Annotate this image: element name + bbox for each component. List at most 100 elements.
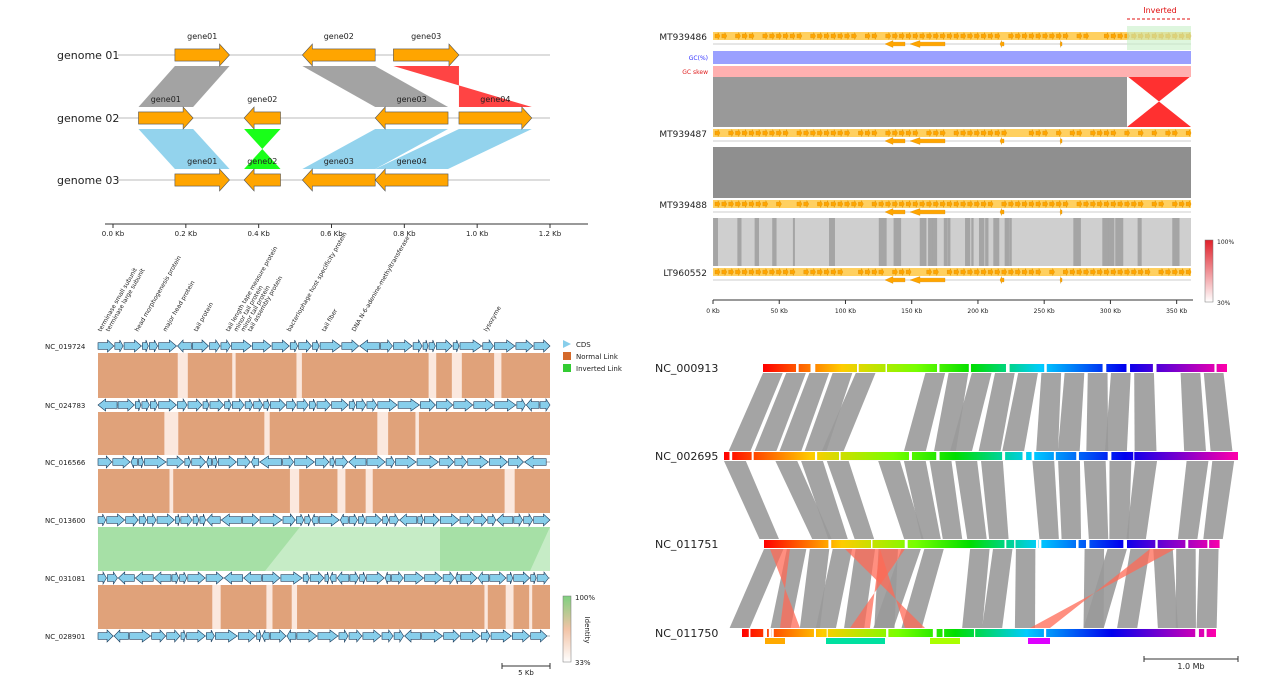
- cds-arrow-5-0: [97, 629, 114, 643]
- ecoli-bar-gap-3-3: [1043, 629, 1047, 637]
- ecoli-link-2-0: [729, 549, 784, 628]
- gcskew-track: [713, 66, 1191, 77]
- ecoli-bar-gap-2-6: [1207, 540, 1210, 548]
- phage-feature-1-69: [1186, 128, 1192, 138]
- phage-feature-3-27: [899, 267, 905, 277]
- cds-arrow-3-20: [348, 513, 358, 527]
- panel2-colorbar-min: 30%: [1217, 300, 1231, 307]
- gene-arrow-2-3: [374, 168, 449, 192]
- phage-feature-3-35: [953, 267, 960, 277]
- cds-arrow-0-2: [123, 339, 142, 353]
- cds-arrow-5-18: [362, 629, 382, 643]
- ecoli-rev-feature-0: [765, 638, 785, 644]
- phage-feature-3-11: [789, 267, 796, 277]
- phage-feature-0-58: [1110, 31, 1117, 41]
- phage-link-stripe-4: [1004, 218, 1009, 266]
- cds-arrow-4-7: [187, 571, 206, 585]
- ecoli-bar-gap-0-4: [796, 364, 799, 372]
- cds-arrow-1-1: [117, 398, 135, 412]
- panel1-links: [138, 66, 532, 169]
- phage-rev-feature-2-2: [999, 208, 1005, 216]
- inverted-label: Inverted: [1143, 6, 1177, 15]
- cds-arrow-0-14: [298, 339, 312, 353]
- panel1-tick-label-5: 1.0 Kb: [466, 230, 489, 238]
- phage-feature-1-38: [974, 128, 980, 138]
- cds-arrow-5-26: [490, 629, 512, 643]
- phage-feature-3-6: [755, 267, 762, 277]
- cds-arrow-4-10: [243, 571, 262, 585]
- cds-arrow-1-33: [539, 398, 551, 412]
- phage-feature-2-0: [714, 199, 721, 209]
- cds-arrow-2-28: [508, 455, 524, 469]
- cds-arrow-3-27: [423, 513, 440, 527]
- ecoli-link-1-14: [1083, 461, 1109, 539]
- ecoli-link-0-3: [804, 373, 853, 451]
- cds-arrow-0-23: [428, 339, 436, 353]
- cds-arrow-1-14: [263, 398, 270, 412]
- phage-feature-0-49: [1049, 31, 1055, 41]
- panel2-links: [713, 76, 1191, 266]
- ecoli-genome-label-3: NC_011750: [655, 627, 718, 640]
- phage-feature-1-13: [803, 128, 809, 138]
- cds-arrow-3-9: [199, 513, 206, 527]
- annot-link-gap-4-5: [505, 585, 514, 629]
- phage-feature-3-62: [1138, 267, 1144, 277]
- cds-arrow-3-7: [180, 513, 193, 527]
- cds-arrow-5-19: [381, 629, 394, 643]
- ecoli-bar-gap-3-1: [768, 629, 772, 637]
- ecoli-bar-gap-3-5: [942, 629, 945, 637]
- cds-arrow-2-9: [212, 455, 218, 469]
- phage-feature-3-32: [933, 267, 939, 277]
- ecoli-bar-gap-1-3: [839, 452, 841, 460]
- legend-normal-link-swatch: [563, 352, 571, 360]
- phage-feature-3-55: [1090, 267, 1096, 277]
- cds-arrow-0-9: [220, 338, 231, 354]
- phage-link-stripe-6: [893, 218, 902, 266]
- phage-feature-3-37: [967, 267, 973, 277]
- phage-link-stripe-19: [985, 218, 989, 266]
- ecoli-bar-gap-2-3: [1185, 540, 1189, 548]
- annot-label-3: major head protein: [162, 280, 197, 333]
- phage-feature-1-18: [837, 128, 844, 138]
- phage-feature-3-7: [762, 267, 768, 277]
- ecoli-bar-gap-1-0: [1053, 452, 1056, 460]
- phage-feature-1-0: [714, 128, 721, 138]
- ecoli-bar-gap-0-5: [1152, 364, 1157, 372]
- phage-rev-feature-2-0: [884, 208, 906, 216]
- phage-feature-1-16: [824, 128, 830, 138]
- cds-arrow-0-30: [533, 339, 551, 353]
- phage-feature-3-65: [1158, 267, 1165, 277]
- phage-feature-0-50: [1056, 31, 1062, 41]
- phage-feature-0-39: [981, 31, 987, 41]
- cds-arrow-0-6: [177, 339, 192, 353]
- ecoli-bar-gap-1-13: [1107, 452, 1112, 460]
- phage-feature-1-2: [728, 128, 734, 138]
- phage-rev-feature-0-0: [884, 40, 906, 48]
- phage-feature-1-10: [783, 128, 789, 138]
- panel3-colorbar-label: Identity: [583, 617, 591, 644]
- phage-feature-3-36: [960, 267, 967, 277]
- phage-feature-1-58: [1110, 128, 1117, 138]
- cds-arrow-0-7: [192, 339, 209, 353]
- cds-arrow-3-5: [156, 513, 175, 527]
- phage-genome-label-1: MT939487: [659, 130, 707, 140]
- gene-label-0-1: gene02: [324, 32, 354, 41]
- annot-label-12: lysozyme: [483, 305, 503, 333]
- phage-feature-3-58: [1110, 267, 1117, 277]
- ecoli-inverted-link-3: [1030, 549, 1175, 628]
- phage-feature-2-28: [906, 199, 912, 209]
- phage-genome-label-3: LT960552: [663, 269, 707, 279]
- phage-feature-1-50: [1056, 128, 1062, 138]
- ecoli-bar-gap-2-1: [1076, 540, 1079, 548]
- phage-feature-1-52: [1069, 128, 1076, 138]
- phage-feature-3-45: [1022, 267, 1028, 277]
- cds-arrow-4-22: [391, 571, 404, 585]
- gene-label-2-1: gene02: [247, 157, 277, 166]
- phage-feature-1-42: [1001, 128, 1007, 138]
- cds-arrow-4-21: [384, 571, 391, 585]
- cds-arrow-4-27: [461, 571, 478, 585]
- cds-arrow-3-4: [147, 512, 157, 528]
- cds-arrow-2-19: [348, 455, 367, 469]
